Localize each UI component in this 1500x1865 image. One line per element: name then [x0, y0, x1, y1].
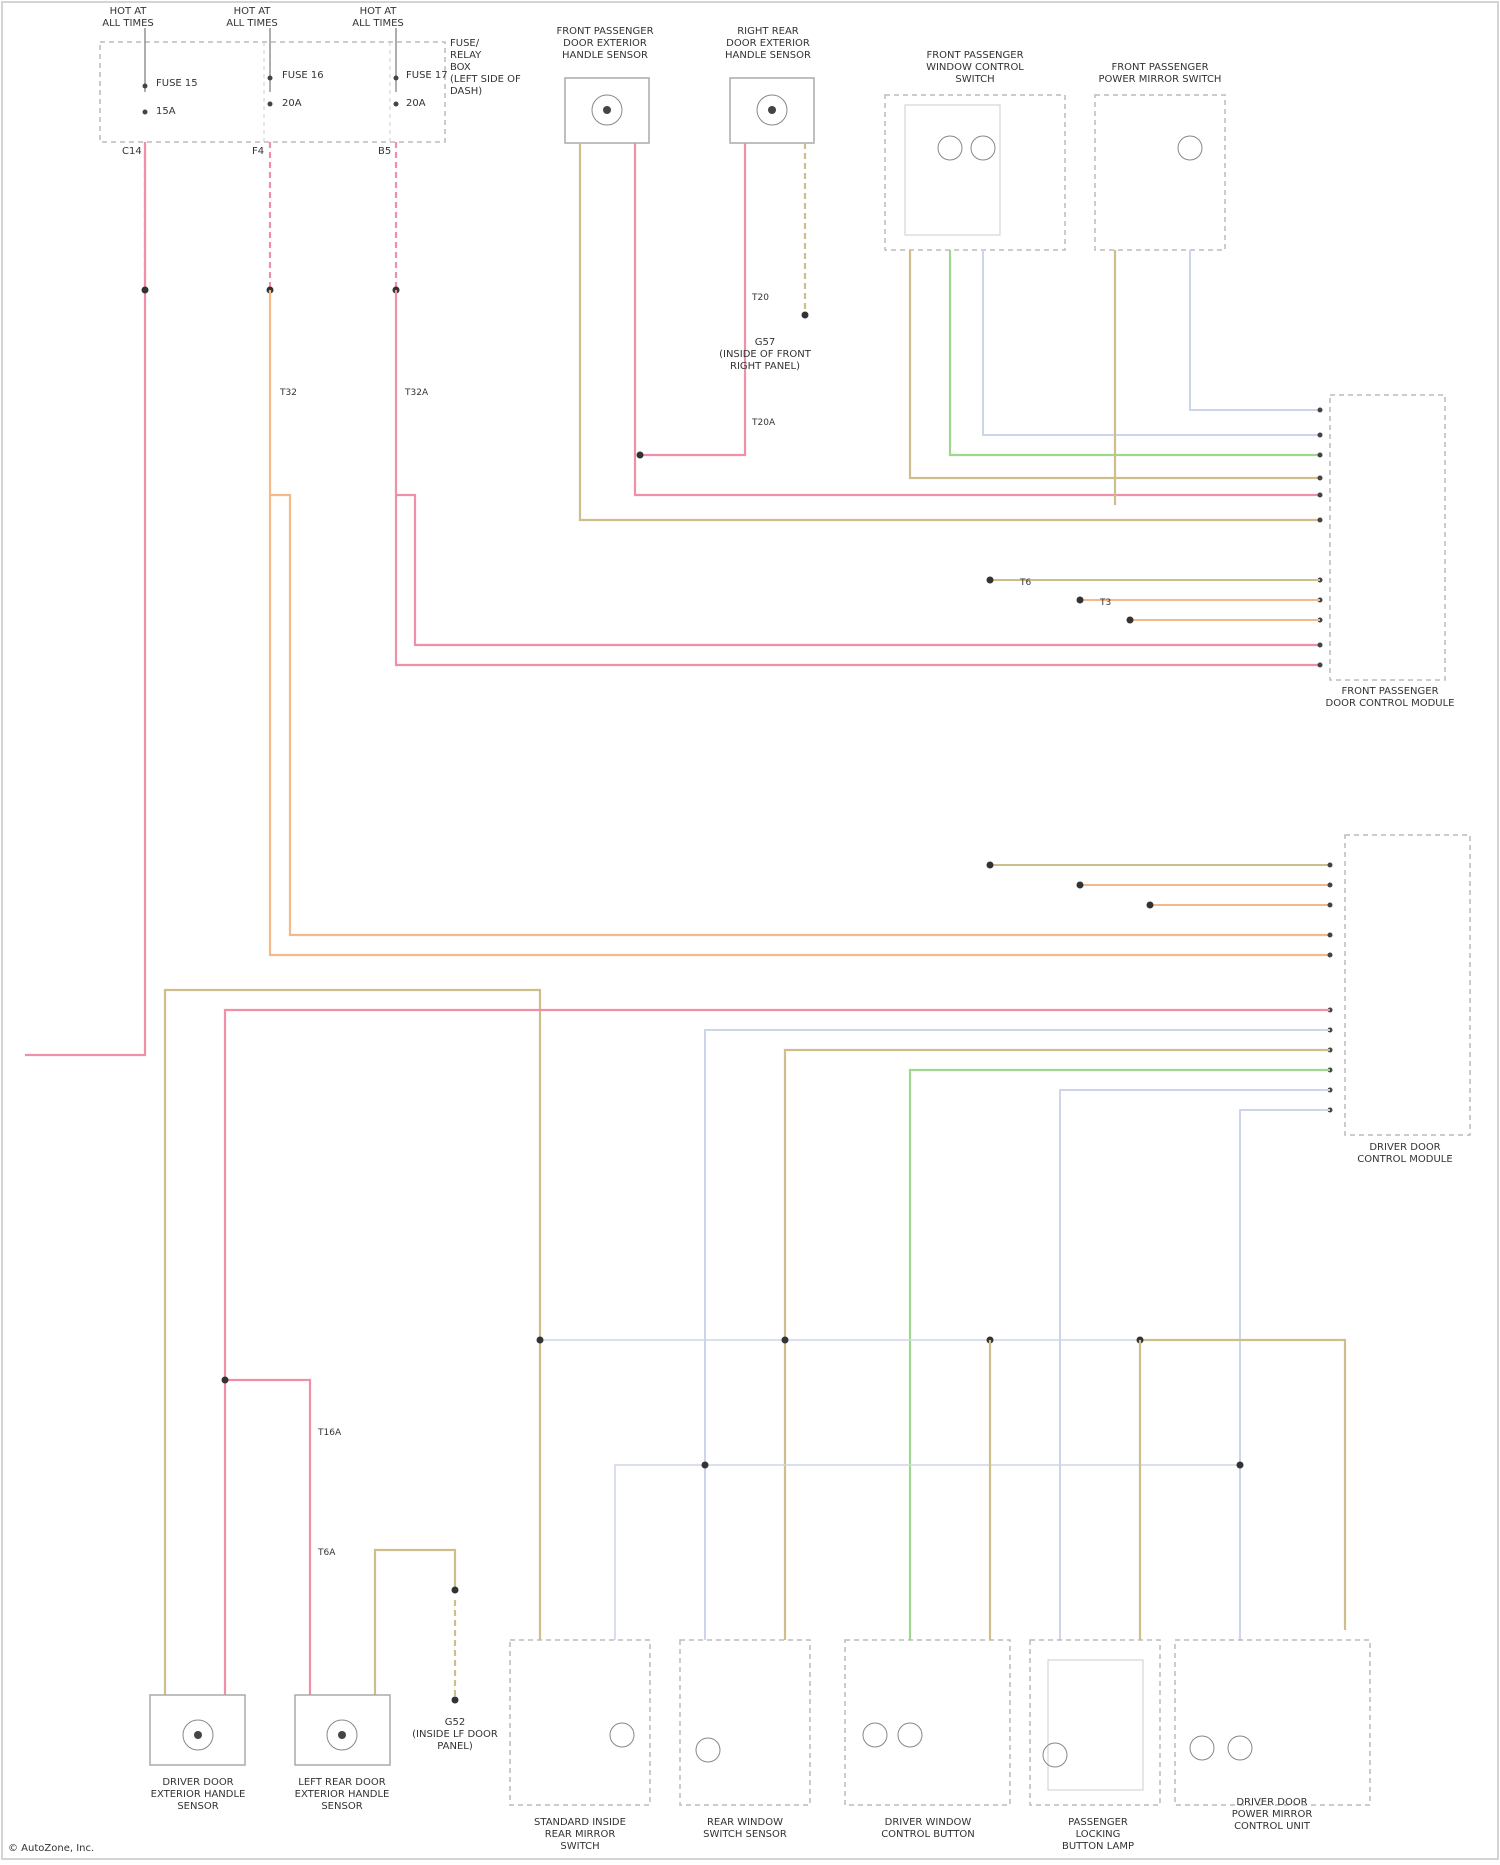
svg-text:DRIVER WINDOW: DRIVER WINDOW [885, 1817, 972, 1828]
ground-left-door-panel: G52 (INSIDE LF DOOR PANEL) [412, 1717, 498, 1752]
svg-text:HOT AT: HOT AT [234, 6, 272, 17]
svg-text:FRONT PASSENGER: FRONT PASSENGER [1111, 62, 1208, 73]
svg-text:RIGHT REAR: RIGHT REAR [737, 26, 799, 37]
svg-text:BUTTON LAMP: BUTTON LAMP [1062, 1841, 1134, 1852]
svg-text:DRIVER DOOR: DRIVER DOOR [1236, 1797, 1307, 1808]
svg-text:T32A: T32A [404, 388, 429, 398]
svg-text:PANEL): PANEL) [437, 1741, 473, 1752]
svg-text:SWITCH: SWITCH [560, 1841, 599, 1852]
svg-text:DRIVER DOOR: DRIVER DOOR [162, 1777, 233, 1788]
passenger-locking-button-lamp: PASSENGER LOCKING BUTTON LAMP [1030, 1640, 1160, 1852]
svg-text:EXTERIOR HANDLE: EXTERIOR HANDLE [295, 1789, 390, 1800]
svg-text:(INSIDE LF DOOR: (INSIDE LF DOOR [412, 1729, 498, 1740]
fuse-box: FUSE/ RELAY BOX (LEFT SIDE OF DASH) HOT … [100, 6, 521, 157]
svg-text:CONTROL UNIT: CONTROL UNIT [1234, 1821, 1311, 1832]
svg-text:POWER MIRROR SWITCH: POWER MIRROR SWITCH [1099, 74, 1222, 85]
svg-text:T6A: T6A [317, 1548, 336, 1558]
svg-text:FRONT PASSENGER: FRONT PASSENGER [926, 50, 1023, 61]
svg-text:ALL TIMES: ALL TIMES [226, 18, 278, 29]
svg-text:15A: 15A [156, 106, 176, 117]
watermark: © AutoZone, Inc. [8, 1843, 94, 1854]
svg-text:BOX: BOX [450, 62, 471, 73]
driver-window-control-button: DRIVER WINDOW CONTROL BUTTON [845, 1640, 1010, 1840]
front-passenger-window-switch: FRONT PASSENGER WINDOW CONTROL SWITCH [885, 50, 1320, 478]
front-passenger-door-control-module: FRONT PASSENGER DOOR CONTROL MODULE [987, 395, 1455, 709]
svg-text:ALL TIMES: ALL TIMES [102, 18, 154, 29]
front-passenger-door-handle-sensor: FRONT PASSENGER DOOR EXTERIOR HANDLE SEN… [556, 26, 1320, 520]
svg-text:REAR WINDOW: REAR WINDOW [707, 1817, 783, 1828]
svg-text:(INSIDE OF FRONT: (INSIDE OF FRONT [719, 349, 812, 360]
svg-text:T3: T3 [1099, 598, 1111, 608]
svg-text:DRIVER DOOR: DRIVER DOOR [1369, 1142, 1440, 1153]
standard-inside-rear-mirror-switch: STANDARD INSIDE REAR MIRROR SWITCH [510, 1640, 650, 1852]
front-passenger-mirror-switch: FRONT PASSENGER POWER MIRROR SWITCH [1095, 62, 1320, 505]
svg-text:ALL TIMES: ALL TIMES [352, 18, 404, 29]
svg-text:RELAY: RELAY [450, 50, 482, 61]
svg-text:LOCKING: LOCKING [1076, 1829, 1121, 1840]
svg-text:FUSE 16: FUSE 16 [282, 70, 324, 81]
svg-text:WINDOW CONTROL: WINDOW CONTROL [926, 62, 1024, 73]
svg-text:FRONT PASSENGER: FRONT PASSENGER [1341, 686, 1438, 697]
svg-text:T16A: T16A [317, 1428, 342, 1438]
svg-text:CONTROL BUTTON: CONTROL BUTTON [881, 1829, 975, 1840]
svg-text:DOOR EXTERIOR: DOOR EXTERIOR [726, 38, 810, 49]
svg-text:FUSE 17: FUSE 17 [406, 70, 448, 81]
svg-text:STANDARD INSIDE: STANDARD INSIDE [534, 1817, 626, 1828]
svg-text:RIGHT PANEL): RIGHT PANEL) [730, 361, 800, 372]
svg-text:FUSE/: FUSE/ [450, 38, 480, 49]
svg-text:FUSE 15: FUSE 15 [156, 78, 198, 89]
svg-text:DASH): DASH) [450, 86, 482, 97]
svg-text:SENSOR: SENSOR [321, 1801, 362, 1812]
svg-text:DOOR EXTERIOR: DOOR EXTERIOR [563, 38, 647, 49]
connector-tags: T32 T32A T20 T20A T16A T6A T6 T3 [279, 293, 1111, 1558]
svg-text:(LEFT SIDE OF: (LEFT SIDE OF [450, 74, 521, 85]
svg-text:HOT AT: HOT AT [110, 6, 148, 17]
svg-text:PASSENGER: PASSENGER [1068, 1817, 1128, 1828]
fuse-column-3: HOT AT ALL TIMES FUSE 17 20A B5 [352, 6, 447, 157]
fuse-box-label: FUSE/ RELAY BOX (LEFT SIDE OF DASH) [450, 38, 521, 97]
svg-text:POWER MIRROR: POWER MIRROR [1232, 1809, 1313, 1820]
fuse-column-2: HOT AT ALL TIMES FUSE 16 20A F4 [226, 6, 323, 157]
svg-text:20A: 20A [406, 98, 426, 109]
svg-text:G57: G57 [755, 337, 775, 348]
svg-text:LEFT REAR DOOR: LEFT REAR DOOR [298, 1777, 385, 1788]
fuse-feed-wires [25, 142, 1330, 1055]
svg-text:T6: T6 [1019, 578, 1031, 588]
svg-text:HANDLE SENSOR: HANDLE SENSOR [725, 50, 811, 61]
svg-text:HOT AT: HOT AT [360, 6, 398, 17]
splice-dot [142, 287, 149, 294]
svg-text:CONTROL MODULE: CONTROL MODULE [1357, 1154, 1452, 1165]
svg-text:T20: T20 [751, 293, 769, 303]
svg-text:EXTERIOR HANDLE: EXTERIOR HANDLE [151, 1789, 246, 1800]
svg-text:T20A: T20A [751, 418, 776, 428]
svg-text:SWITCH SENSOR: SWITCH SENSOR [703, 1829, 787, 1840]
fuse-column-1: HOT AT ALL TIMES FUSE 15 15A C14 [102, 6, 197, 157]
lower-wiring [165, 990, 1345, 1704]
svg-text:F4: F4 [252, 146, 264, 157]
svg-text:FRONT PASSENGER: FRONT PASSENGER [556, 26, 653, 37]
svg-text:DOOR CONTROL MODULE: DOOR CONTROL MODULE [1326, 698, 1455, 709]
left-rear-door-handle-sensor: LEFT REAR DOOR EXTERIOR HANDLE SENSOR [295, 1695, 390, 1812]
svg-text:REAR MIRROR: REAR MIRROR [545, 1829, 616, 1840]
rear-window-switch-sensor: REAR WINDOW SWITCH SENSOR [680, 1640, 810, 1840]
svg-text:C14: C14 [122, 146, 142, 157]
right-rear-door-handle-sensor: RIGHT REAR DOOR EXTERIOR HANDLE SENSOR G… [637, 26, 815, 459]
svg-text:SWITCH: SWITCH [955, 74, 994, 85]
wire-fuse15-red [25, 142, 145, 1055]
svg-text:B5: B5 [378, 146, 391, 157]
svg-text:SENSOR: SENSOR [177, 1801, 218, 1812]
driver-door-power-mirror-control-unit: DRIVER DOOR POWER MIRROR CONTROL UNIT [1175, 1640, 1370, 1832]
driver-door-handle-sensor: DRIVER DOOR EXTERIOR HANDLE SENSOR [150, 1695, 245, 1812]
svg-text:T32: T32 [279, 388, 297, 398]
svg-text:20A: 20A [282, 98, 302, 109]
svg-text:HANDLE SENSOR: HANDLE SENSOR [562, 50, 648, 61]
svg-text:G52: G52 [445, 1717, 465, 1728]
